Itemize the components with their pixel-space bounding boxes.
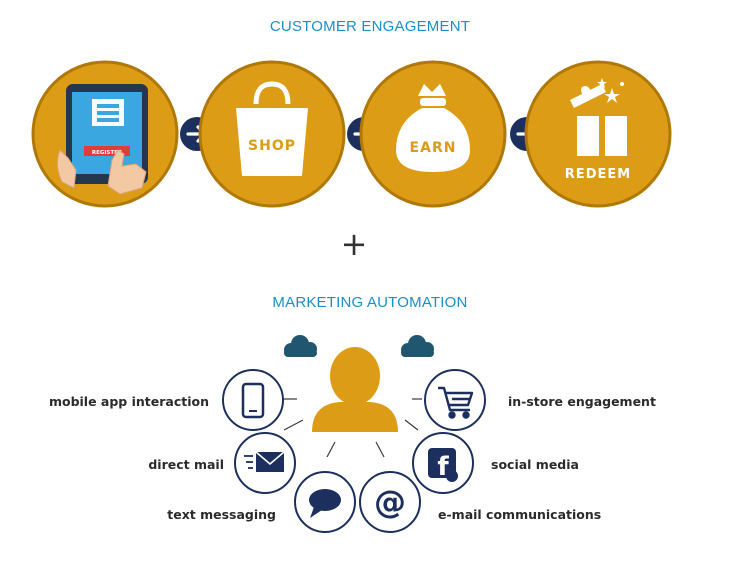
label-social-media: social media <box>491 457 579 472</box>
step-label-earn: EARN <box>410 140 457 156</box>
channel-email: @ <box>359 471 421 533</box>
channel-mobile-app <box>222 369 284 431</box>
customer-engagement-title: CUSTOMER ENGAGEMENT <box>269 18 471 35</box>
at-sign-icon: @ <box>374 483 406 521</box>
channel-text-messaging <box>294 471 356 533</box>
label-mobile-app: mobile app interaction <box>49 394 209 409</box>
channel-direct-mail <box>234 432 296 494</box>
envelope-icon <box>244 451 285 472</box>
step-label-redeem: REDEEM <box>565 167 631 182</box>
channel-in-store <box>424 369 486 431</box>
facebook-icon: f <box>428 448 458 482</box>
step-redeem: REDEEM <box>524 60 672 208</box>
step-shop: SHOP <box>198 60 346 208</box>
shopping-bag-icon <box>236 81 308 176</box>
register-badge: REGISTER <box>92 150 123 156</box>
channel-social-media: f <box>412 432 474 494</box>
step-label-shop: SHOP <box>248 138 296 154</box>
step-earn: EARN <box>359 60 507 208</box>
money-bag-icon <box>396 84 470 172</box>
smartphone-icon <box>241 382 265 419</box>
tablet-register-icon: REGISTER <box>56 84 148 195</box>
label-direct-mail: direct mail <box>148 457 224 472</box>
label-in-store: in-store engagement <box>508 394 656 409</box>
cloud-icon <box>284 335 317 357</box>
gift-box-icon <box>570 78 627 156</box>
plus-sign: + <box>340 225 368 263</box>
speech-bubble-icon <box>309 489 341 518</box>
label-email: e-mail communications <box>438 507 601 522</box>
label-text-messaging: text messaging <box>167 507 276 522</box>
shopping-cart-icon <box>438 386 474 419</box>
marketing-automation-title: MARKETING AUTOMATION <box>272 294 468 311</box>
connector-lines <box>283 398 422 458</box>
step-register: REGISTER <box>31 60 179 208</box>
user-icon <box>312 347 398 432</box>
cloud-icon <box>401 335 434 357</box>
